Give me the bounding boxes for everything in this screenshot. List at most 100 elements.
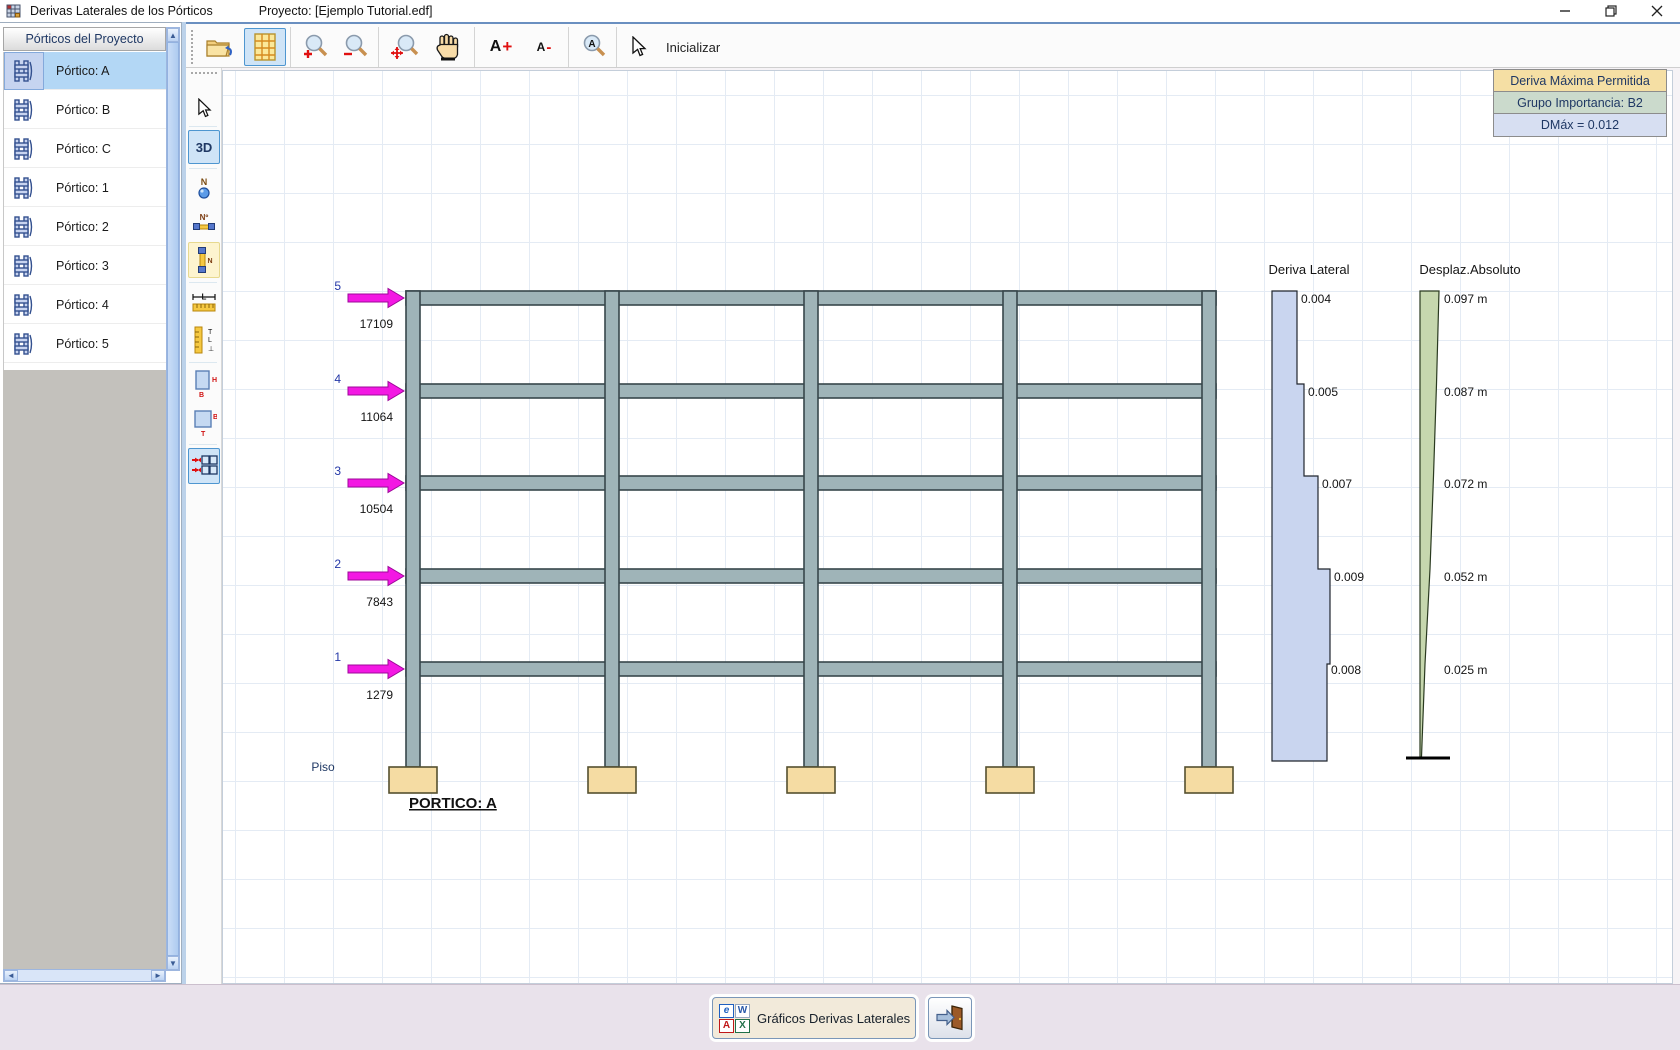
force-value: 17109 bbox=[360, 317, 394, 331]
svg-text:L: L bbox=[208, 337, 212, 344]
vt-element-numbers-button[interactable]: Nº bbox=[188, 208, 220, 238]
sidebar-item-portico-c[interactable]: Pórtico: C bbox=[4, 130, 167, 168]
sidebar-item-label: Pórtico: 5 bbox=[44, 337, 109, 351]
initialize-label[interactable]: Inicializar bbox=[666, 24, 720, 70]
vt-element-axes-button[interactable]: N bbox=[188, 242, 220, 278]
sidebar-item-portico-a[interactable]: Pórtico: A bbox=[4, 52, 167, 90]
svg-text:H: H bbox=[212, 377, 217, 384]
desplaz-value: 0.025 m bbox=[1444, 663, 1487, 677]
zoom-extents-icon bbox=[389, 33, 419, 61]
sidebar-item-label: Pórtico: B bbox=[44, 103, 110, 117]
deriva-chart-title: Deriva Lateral bbox=[1269, 262, 1350, 277]
zoom-out-icon bbox=[341, 33, 369, 61]
vt-story-ruler-button[interactable]: T L ⊥ bbox=[188, 322, 220, 358]
scroll-up-icon[interactable]: ▲ bbox=[167, 28, 179, 42]
vt-length-ruler-button[interactable]: L bbox=[188, 286, 220, 318]
sidebar-item-portico-b[interactable]: Pórtico: B bbox=[4, 91, 167, 129]
sidebar-horizontal-scrollbar[interactable]: ◄ ► bbox=[3, 969, 166, 982]
portico-icon bbox=[4, 52, 44, 90]
office-export-icon: e W A X bbox=[719, 1004, 750, 1033]
svg-text:N: N bbox=[207, 258, 212, 265]
project-title: Proyecto: [Ejemplo Tutorial.edf] bbox=[259, 4, 433, 18]
scroll-down-icon[interactable]: ▼ bbox=[167, 956, 179, 970]
sidebar-item-portico-5[interactable]: Pórtico: 5 bbox=[4, 325, 167, 363]
open-folder-button[interactable] bbox=[200, 28, 238, 66]
svg-text:⊥: ⊥ bbox=[208, 346, 214, 353]
scroll-right-icon[interactable]: ► bbox=[151, 970, 165, 981]
exit-door-icon bbox=[935, 1004, 965, 1032]
portico-icon bbox=[4, 169, 44, 207]
beam-section-icon: H B bbox=[191, 369, 217, 399]
sidebar-item-portico-1[interactable]: Pórtico: 1 bbox=[4, 169, 167, 207]
desplaz-value: 0.052 m bbox=[1444, 570, 1487, 584]
portico-icon bbox=[4, 247, 44, 285]
open-folder-icon bbox=[205, 35, 233, 59]
grid-view-icon bbox=[254, 33, 276, 61]
length-ruler-icon: L bbox=[191, 290, 217, 314]
sidebar-header: Pórticos del Proyecto bbox=[3, 27, 166, 51]
infobox-group: Grupo Importancia: B2 bbox=[1494, 92, 1666, 114]
pan-hand-button[interactable] bbox=[428, 28, 468, 66]
vt-node-numbers-button[interactable]: N bbox=[188, 172, 220, 204]
floor-number: 4 bbox=[334, 372, 341, 386]
grid-view-button[interactable] bbox=[244, 28, 286, 66]
vt-derivas-view-button[interactable] bbox=[188, 448, 220, 484]
main-area: A + A - A Inicializar 3D bbox=[182, 22, 1680, 984]
vt-cursor-button[interactable] bbox=[188, 92, 220, 124]
toolbar-drag-handle[interactable] bbox=[191, 30, 193, 64]
floor-number: 3 bbox=[334, 464, 341, 478]
force-value: 11064 bbox=[361, 410, 394, 424]
svg-text:A: A bbox=[588, 39, 595, 50]
vt-column-section-button[interactable]: B T bbox=[188, 406, 220, 440]
story-ruler-icon: T L ⊥ bbox=[192, 325, 216, 355]
drawing-canvas[interactable]: 5 4 3 2 1 17109 11064 10504 7843 1279 Pi… bbox=[222, 70, 1673, 984]
cursor-icon bbox=[197, 98, 212, 119]
zoom-in-button[interactable] bbox=[296, 28, 334, 66]
sidebar-item-portico-2[interactable]: Pórtico: 2 bbox=[4, 208, 167, 246]
app-logo-icon bbox=[6, 2, 22, 21]
svg-text:L: L bbox=[202, 293, 207, 302]
floor-number: 5 bbox=[334, 279, 341, 293]
desplaz-chart-title: Desplaz.Absoluto bbox=[1419, 262, 1520, 277]
scrollbar-thumb[interactable] bbox=[167, 42, 179, 956]
sidebar-item-label: Pórtico: 1 bbox=[44, 181, 109, 195]
element-axes-icon: N bbox=[193, 246, 215, 274]
desplaz-value: 0.087 m bbox=[1444, 385, 1487, 399]
close-icon[interactable] bbox=[1634, 0, 1680, 22]
sidebar-item-label: Pórtico: A bbox=[44, 64, 110, 78]
cursor-icon bbox=[631, 36, 647, 58]
svg-text:B: B bbox=[199, 392, 204, 399]
graficos-derivas-button[interactable]: e W A X Gráficos Derivas Laterales bbox=[712, 997, 916, 1039]
svg-text:T: T bbox=[208, 329, 213, 336]
deriva-value: 0.007 bbox=[1322, 477, 1352, 491]
minimize-icon[interactable] bbox=[1542, 0, 1588, 22]
restore-icon[interactable] bbox=[1588, 0, 1634, 22]
zoom-out-button[interactable] bbox=[336, 28, 374, 66]
exit-button[interactable] bbox=[928, 997, 972, 1039]
sidebar-item-label: Pórtico: C bbox=[44, 142, 111, 156]
font-increase-button[interactable]: A + bbox=[480, 28, 522, 66]
deriva-profile-polygon bbox=[1272, 291, 1330, 761]
floor-number: 1 bbox=[334, 650, 341, 664]
cursor-select-button[interactable] bbox=[624, 28, 654, 66]
sidebar-item-portico-4[interactable]: Pórtico: 4 bbox=[4, 286, 167, 324]
portico-icon bbox=[4, 91, 44, 129]
zoom-font-button[interactable]: A bbox=[574, 28, 612, 66]
scroll-left-icon[interactable]: ◄ bbox=[4, 970, 18, 981]
floor-number: 2 bbox=[334, 557, 341, 571]
portico-title: PORTICO: A bbox=[409, 795, 497, 812]
force-value: 7843 bbox=[366, 595, 393, 609]
vt-3d-button[interactable]: 3D bbox=[188, 130, 220, 164]
zoom-extents-button[interactable] bbox=[384, 28, 424, 66]
columns bbox=[406, 291, 1216, 767]
zoom-in-icon bbox=[301, 33, 329, 61]
sidebar-item-portico-3[interactable]: Pórtico: 3 bbox=[4, 247, 167, 285]
deriva-maxima-infobox: Deriva Máxima Permitida Grupo Importanci… bbox=[1493, 69, 1667, 137]
font-decrease-button[interactable]: A - bbox=[526, 28, 562, 66]
vt-beam-section-button[interactable]: H B bbox=[188, 366, 220, 402]
portico-icon bbox=[4, 286, 44, 324]
vtoolbar-drag-handle[interactable] bbox=[191, 72, 217, 74]
sidebar-vertical-scrollbar[interactable]: ▲ ▼ bbox=[166, 27, 180, 971]
desplaz-profile-polygon bbox=[1420, 291, 1439, 757]
font-decrease-sign: - bbox=[546, 39, 551, 56]
